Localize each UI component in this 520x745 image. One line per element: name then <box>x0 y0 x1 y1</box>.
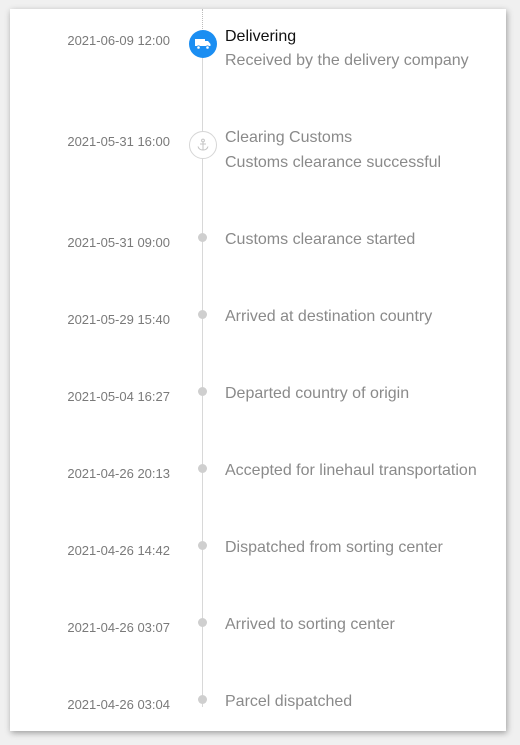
event-title: Customs clearance started <box>225 231 416 248</box>
event-time: 2021-04-26 20:13 <box>67 466 170 481</box>
event-title: Arrived to sorting center <box>225 616 395 633</box>
event-subtitle: Customs clearance successful <box>225 154 442 171</box>
timeline-line <box>202 9 203 707</box>
event-time: 2021-05-31 16:00 <box>67 134 170 149</box>
event-title: Parcel dispatched <box>225 693 353 710</box>
event-time: 2021-05-04 16:27 <box>67 389 170 404</box>
anchor-icon <box>189 131 217 159</box>
event-time: 2021-05-29 15:40 <box>67 312 170 327</box>
event-time: 2021-04-26 03:04 <box>67 697 170 712</box>
event-title: Delivering <box>225 28 297 45</box>
timeline-dot-icon <box>198 695 207 704</box>
timeline-dot-icon <box>198 387 207 396</box>
timeline-dot-icon <box>198 310 207 319</box>
event-title: Clearing Customs <box>225 129 353 146</box>
event-time: 2021-05-31 09:00 <box>67 235 170 250</box>
event-time: 2021-06-09 12:00 <box>67 33 170 48</box>
event-subtitle: Received by the delivery company <box>225 52 469 69</box>
event-title: Arrived at destination country <box>225 308 433 325</box>
delivery-truck-icon <box>189 30 217 58</box>
timeline-dot-icon <box>198 541 207 550</box>
event-time: 2021-04-26 03:07 <box>67 620 170 635</box>
event-time: 2021-04-26 14:42 <box>67 543 170 558</box>
event-title: Dispatched from sorting center <box>225 539 443 556</box>
timeline-line-continuation <box>202 9 203 31</box>
timeline-dot-icon <box>198 464 207 473</box>
event-title: Departed country of origin <box>225 385 410 402</box>
event-title: Accepted for linehaul transportation <box>225 462 477 479</box>
tracking-timeline-card: 2021-06-09 12:00 Delivering Received by … <box>10 9 506 731</box>
timeline-dot-icon <box>198 618 207 627</box>
timeline-dot-icon <box>198 233 207 242</box>
